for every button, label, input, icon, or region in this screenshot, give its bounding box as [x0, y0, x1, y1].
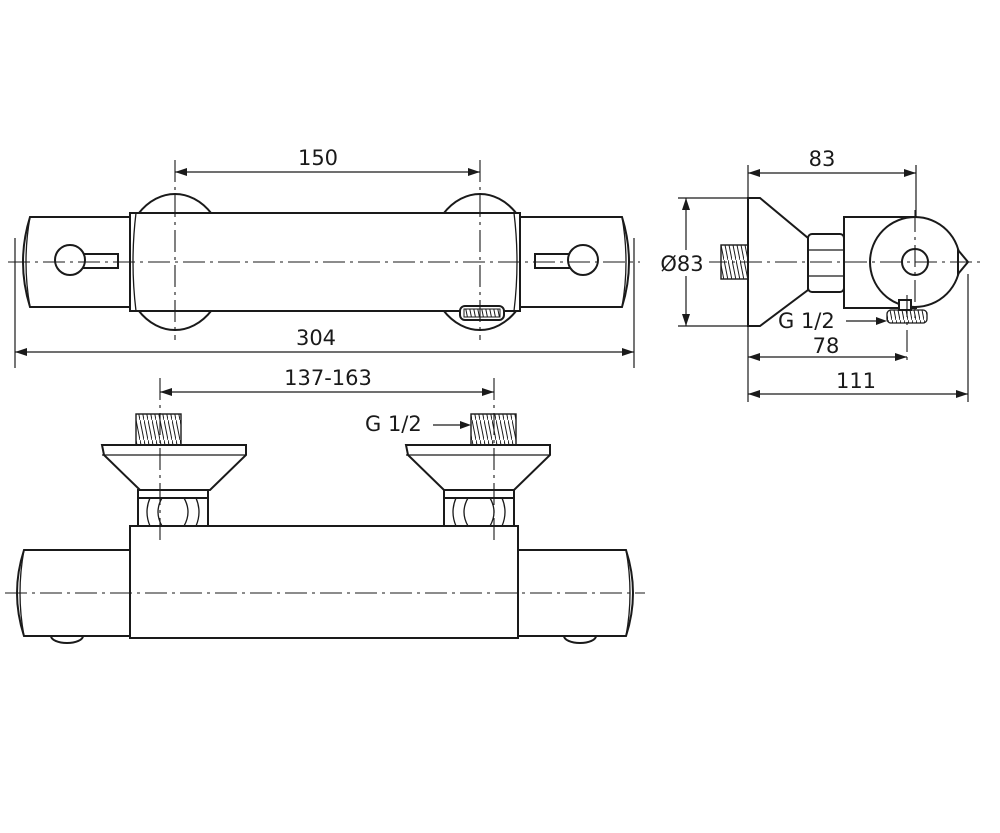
dim-top-spacing-label: 150 [298, 146, 338, 170]
top-outlet-nub [459, 305, 505, 321]
dim-side-depth: 83 [747, 147, 917, 217]
dim-side-78: 78 [747, 326, 907, 402]
front-thread-label: G 1/2 [365, 412, 422, 436]
front-thread-callout: G 1/2 [365, 412, 471, 436]
dim-side-111-label: 111 [836, 369, 876, 393]
front-right-connector [404, 413, 551, 527]
top-right-handle [534, 244, 599, 276]
front-left-connector [100, 413, 247, 527]
front-left-cap [16, 549, 131, 637]
dim-front-spacing-label: 137-163 [284, 366, 372, 390]
top-left-handle [54, 244, 119, 276]
side-nut [807, 233, 845, 293]
top-view: 150 304 [8, 146, 640, 368]
dim-top-spacing: 150 [175, 146, 480, 176]
side-thread-label: G 1/2 [778, 309, 835, 333]
dim-side-diameter-label: Ø83 [660, 252, 703, 276]
front-view: 137-163 G 1/2 [5, 366, 645, 644]
dim-side-111: 111 [748, 274, 969, 402]
dim-front-spacing: 137-163 [160, 366, 494, 396]
side-thread-callout: G 1/2 [778, 309, 887, 333]
front-main-body [129, 525, 519, 639]
dim-side-depth-label: 83 [809, 147, 836, 171]
dim-side-78-label: 78 [813, 334, 840, 358]
dim-overall-length-label: 304 [296, 326, 336, 350]
dim-overall-length: 304 [14, 238, 635, 368]
side-view: 83 Ø83 G 1/2 78 [655, 147, 985, 402]
dim-side-diameter: Ø83 [655, 197, 748, 327]
